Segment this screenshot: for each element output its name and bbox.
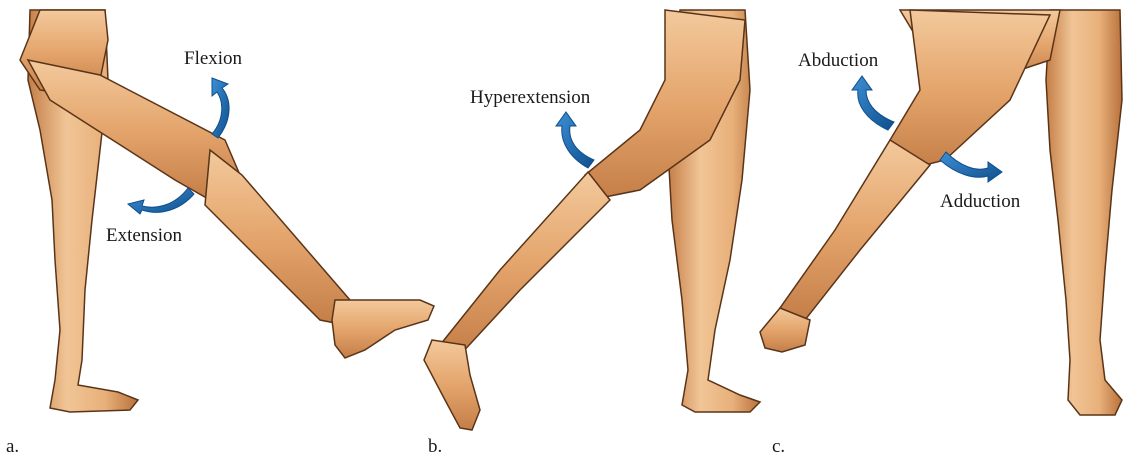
extension-label: Extension — [106, 225, 182, 247]
hyperextension-label: Hyperextension — [470, 87, 590, 109]
standing-leg-c — [1046, 10, 1122, 415]
raised-foot-b — [424, 340, 480, 430]
raised-shank-b — [440, 172, 610, 355]
extension-arrow — [128, 188, 194, 214]
flexion-arrow — [212, 78, 229, 138]
adduction-arrow — [940, 152, 1002, 182]
panel-letter-a: a. — [6, 436, 19, 458]
hyperextension-arrow — [556, 112, 594, 168]
panel-b-illustration — [410, 0, 770, 462]
abducted-shank-c — [780, 140, 930, 320]
abduction-label: Abduction — [798, 50, 878, 72]
panel-letter-c: c. — [772, 436, 785, 458]
abducted-thigh-c — [890, 10, 1050, 170]
flexion-label: Flexion — [184, 48, 242, 70]
raised-shank-a — [205, 150, 350, 325]
abduction-arrow — [852, 76, 894, 130]
adduction-label: Adduction — [940, 191, 1020, 213]
panel-letter-b: b. — [428, 436, 442, 458]
